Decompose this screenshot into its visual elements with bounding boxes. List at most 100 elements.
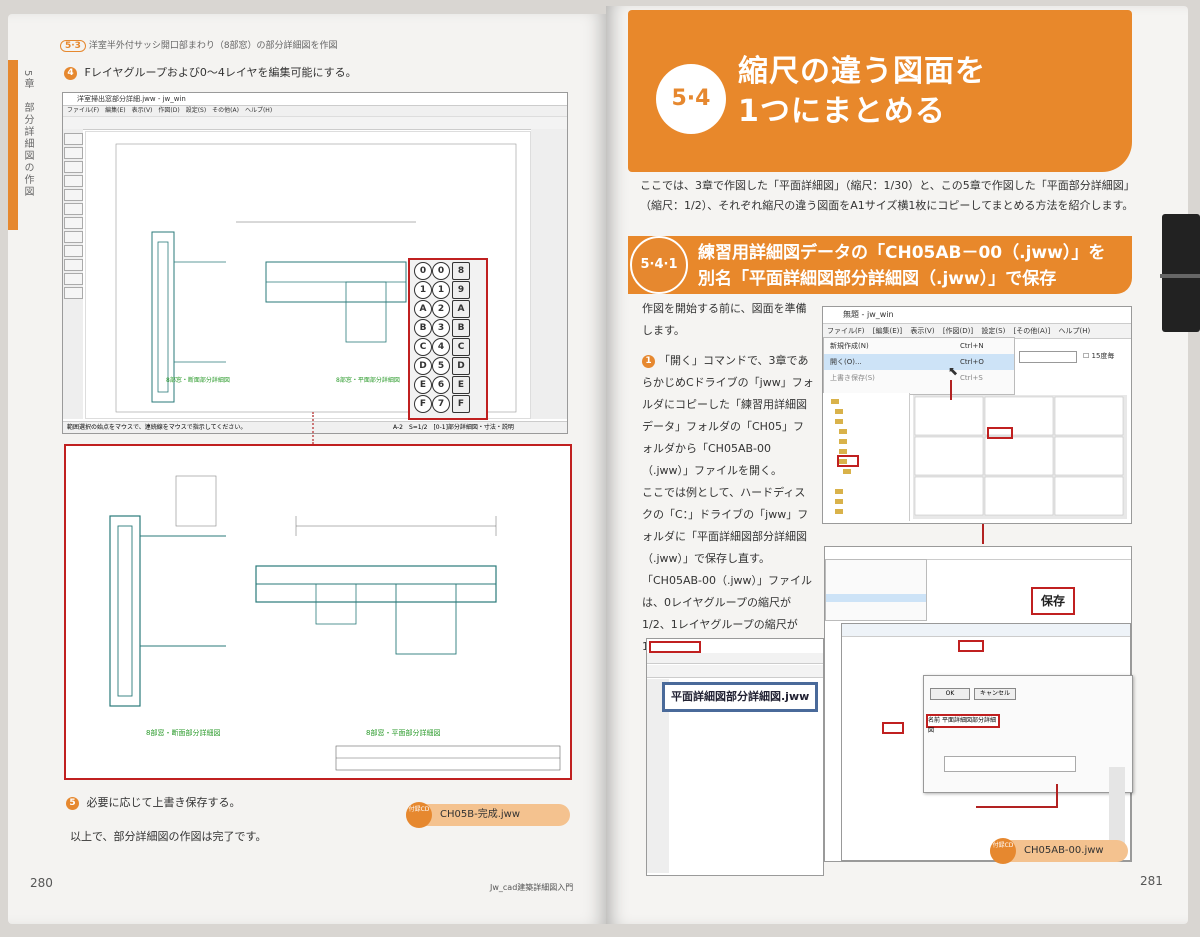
subsection-title: 練習用詳細図データの「CH05AB－00（.jww）」を 別名「平面詳細図部分詳… <box>698 240 1105 292</box>
layer-key[interactable]: F <box>414 395 432 413</box>
menu-settings[interactable]: 設定(S) <box>981 327 1006 335</box>
menu-help[interactable]: ヘルプ(H) <box>1058 327 1091 335</box>
tool-btn[interactable] <box>64 203 83 215</box>
arrow-connector-h <box>976 806 1058 808</box>
menu-view[interactable]: 表示(V) <box>910 327 935 335</box>
enlarged-drawing <box>109 475 561 771</box>
arrow-down-2 <box>982 524 984 544</box>
cd-file-right: 付録CD CH05AB-00.jww <box>990 838 1128 864</box>
step-1-number: 1 <box>642 354 655 368</box>
selected-file-highlight <box>987 427 1013 439</box>
layer-key[interactable]: 5 <box>432 357 450 375</box>
save-cancel-button[interactable]: キャンセル <box>974 688 1016 700</box>
layer-key[interactable]: C <box>452 338 470 356</box>
layer-key[interactable]: E <box>414 376 432 394</box>
page-number-right: 281 <box>1140 874 1163 888</box>
layer-key[interactable]: 7 <box>432 395 450 413</box>
enlarged-label-right: 8部窓・平面部分詳細図 <box>366 729 441 737</box>
folder-tree-lines <box>831 399 851 514</box>
arrow-connector-v <box>1056 784 1058 808</box>
screen1-checkbox[interactable]: ☐ 15度毎 <box>1083 352 1115 360</box>
screen1-menubar: ファイル(F) [編集(E)] 表示(V) [作図(D)] 設定(S) [その他… <box>823 324 1131 339</box>
layer-key[interactable]: 9 <box>452 281 470 299</box>
step-4-text: Fレイヤグループおよび0〜4レイヤを編集可能にする。 <box>84 66 357 79</box>
tool-btn[interactable] <box>64 245 83 257</box>
layer-key[interactable]: B <box>414 319 432 337</box>
menu-item-save-as[interactable] <box>826 594 926 602</box>
save-ok-button[interactable]: OK <box>930 688 970 700</box>
menu-item-new[interactable]: 新規作成(N)Ctrl+N <box>824 338 1014 354</box>
connector <box>312 412 314 444</box>
tool-btn[interactable] <box>64 147 83 159</box>
filename-callout: 平面詳細図部分詳細図.jww <box>662 682 819 712</box>
tool-btn[interactable] <box>64 231 83 243</box>
conclusion-text: 以上で、部分詳細図の作図は完了です。 <box>70 830 267 843</box>
layer-key[interactable]: F <box>452 395 470 413</box>
tool-btn[interactable] <box>64 175 83 187</box>
cad-right-toolbox <box>531 129 567 419</box>
layer-key[interactable]: 1 <box>432 281 450 299</box>
tool-btn[interactable] <box>64 133 83 145</box>
layer-key[interactable]: 3 <box>432 319 450 337</box>
tool-btn[interactable] <box>64 259 83 271</box>
screen-titlebar-result <box>646 638 824 876</box>
layer-key[interactable]: 6 <box>432 376 450 394</box>
layer-key[interactable]: 1 <box>414 281 432 299</box>
save-name-field[interactable]: 名前 平面詳細図部分詳細図 <box>926 714 1000 734</box>
menu-edit[interactable]: [編集(E)] <box>872 327 903 335</box>
tool-btn[interactable] <box>64 217 83 229</box>
cad-status-text: 範囲選択の始点をマウスで、連続線をマウスで指示してください。 <box>67 424 247 431</box>
save-dialog: OK キャンセル 名前 平面詳細図部分詳細図 <box>923 675 1133 793</box>
layer-key[interactable]: B <box>452 319 470 337</box>
page-number-left: 280 <box>30 876 53 890</box>
save-name-label: 名前 <box>928 717 941 724</box>
menu-file[interactable]: ファイル(F) <box>827 327 865 335</box>
tool-btn[interactable] <box>64 273 83 285</box>
step-4: 4 Fレイヤグループおよび0〜4レイヤを編集可能にする。 <box>64 64 357 80</box>
titlebar-highlight <box>649 641 701 653</box>
layer-key[interactable]: E <box>452 376 470 394</box>
screen-open-menu: 無題 - jw_win ファイル(F) [編集(E)] 表示(V) [作図(D)… <box>822 306 1132 524</box>
layer-key[interactable]: 4 <box>432 338 450 356</box>
section-title: 縮尺の違う図面を 1つにまとめる <box>738 52 986 132</box>
layer-key[interactable]: D <box>452 357 470 375</box>
selected-folder-highlight <box>837 455 859 467</box>
layer-key[interactable]: 8 <box>452 262 470 280</box>
header-badge: 5·3 <box>60 40 86 52</box>
menu-other[interactable]: [その他(A)] <box>1013 327 1051 335</box>
lead-text: 作図を開始する前に、図面を準備します。 <box>642 302 807 337</box>
tool-btn[interactable] <box>64 189 83 201</box>
tool-btn[interactable] <box>64 161 83 173</box>
section-badge: 5·4 <box>656 64 726 134</box>
section-title-line1: 縮尺の違う図面を <box>738 54 986 89</box>
step-5-number: 5 <box>66 796 79 810</box>
cad-left-toolbox <box>63 129 83 419</box>
file-dialog-titlebar <box>842 624 1130 637</box>
screen2-right-toolbox <box>1109 767 1125 857</box>
arrow-down-1 <box>950 380 952 400</box>
layer-key[interactable]: 0 <box>432 262 450 280</box>
intro-paragraph: ここでは、3章で作図した「平面詳細図」（縮尺：1/30）と、この5章で作図した「… <box>640 179 1135 212</box>
binder-clip <box>1162 214 1200 332</box>
layer-key[interactable]: 0 <box>414 262 432 280</box>
cad-statusbar: 範囲選択の始点をマウスで、連続線をマウスで指示してください。 A-2 S=1/2… <box>63 421 567 433</box>
layer-key[interactable]: C <box>414 338 432 356</box>
menu-draw[interactable]: [作図(D)] <box>942 327 974 335</box>
header-text: 洋室半外付サッシ開口部まわり（8部窓）の部分詳細図を作図 <box>88 41 338 51</box>
step-5: 5 必要に応じて上書き保存する。 <box>66 794 241 810</box>
layer-key[interactable]: 2 <box>432 300 450 318</box>
screen1-combo[interactable] <box>1019 351 1077 363</box>
menu-item-save[interactable]: 上書き保存(S)Ctrl+S <box>830 374 983 382</box>
screen1-titlebar: 無題 - jw_win <box>823 307 1131 324</box>
menu-item-open[interactable]: 開く(O)...Ctrl+O <box>824 354 1014 370</box>
layer-key[interactable]: A <box>414 300 432 318</box>
dialog-tree-highlight <box>882 722 904 734</box>
cad-menubar: ファイル(F) 編集(E) 表示(V) 作図(D) 設定(S) その他(A) ヘ… <box>63 106 567 117</box>
memo-field[interactable] <box>944 756 1076 772</box>
layer-key[interactable]: D <box>414 357 432 375</box>
side-chapter-label: 5章 部分詳細図の作図 <box>22 70 33 199</box>
right-body: 作図を開始する前に、図面を準備します。 1「開く」コマンドで、3章であらかじめC… <box>642 298 814 658</box>
file-thumbnails[interactable] <box>913 395 1127 519</box>
layer-key[interactable]: A <box>452 300 470 318</box>
tool-btn[interactable] <box>64 287 83 299</box>
